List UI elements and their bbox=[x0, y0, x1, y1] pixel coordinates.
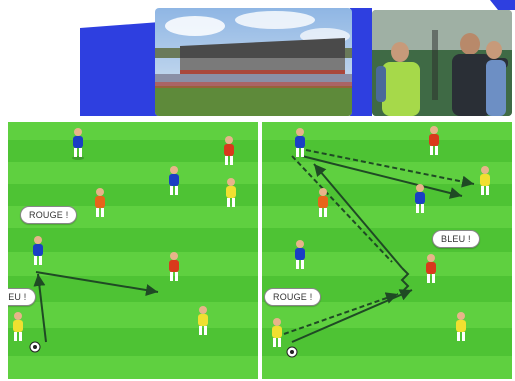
ball bbox=[286, 346, 298, 358]
coach-photo bbox=[372, 10, 512, 116]
callout-right-1: BLEU ! bbox=[432, 230, 480, 248]
player-red bbox=[224, 136, 234, 165]
player-blue bbox=[295, 128, 305, 157]
ball bbox=[29, 341, 41, 353]
player-red bbox=[426, 254, 436, 283]
player-red bbox=[169, 252, 179, 281]
callout-left-1: ROUGE ! bbox=[20, 206, 78, 224]
player-yellow bbox=[226, 178, 236, 207]
pitch-left bbox=[8, 122, 258, 379]
header-banner bbox=[0, 0, 515, 120]
player-orange bbox=[318, 188, 328, 217]
player-blue bbox=[33, 236, 43, 265]
player-yellow bbox=[456, 312, 466, 341]
player-yellow bbox=[13, 312, 23, 341]
drill-diagram-right: BLEU ! ROUGE ! bbox=[262, 122, 512, 379]
player-blue bbox=[415, 184, 425, 213]
player-blue bbox=[72, 128, 84, 160]
player-blue bbox=[169, 166, 179, 195]
player-yellow bbox=[480, 166, 490, 195]
callout-right-2: ROUGE ! bbox=[264, 288, 322, 306]
player-blue bbox=[295, 240, 305, 269]
drill-diagram-left: ROUGE ! LEU ! bbox=[8, 122, 258, 379]
player-orange bbox=[95, 188, 105, 217]
banner-shape bbox=[80, 0, 515, 116]
player-red bbox=[429, 126, 439, 155]
pitch-right bbox=[262, 122, 512, 379]
callout-left-2: LEU ! bbox=[8, 288, 36, 306]
player-yellow bbox=[198, 306, 208, 335]
stadium-photo bbox=[155, 8, 352, 116]
player-yellow bbox=[272, 318, 282, 347]
